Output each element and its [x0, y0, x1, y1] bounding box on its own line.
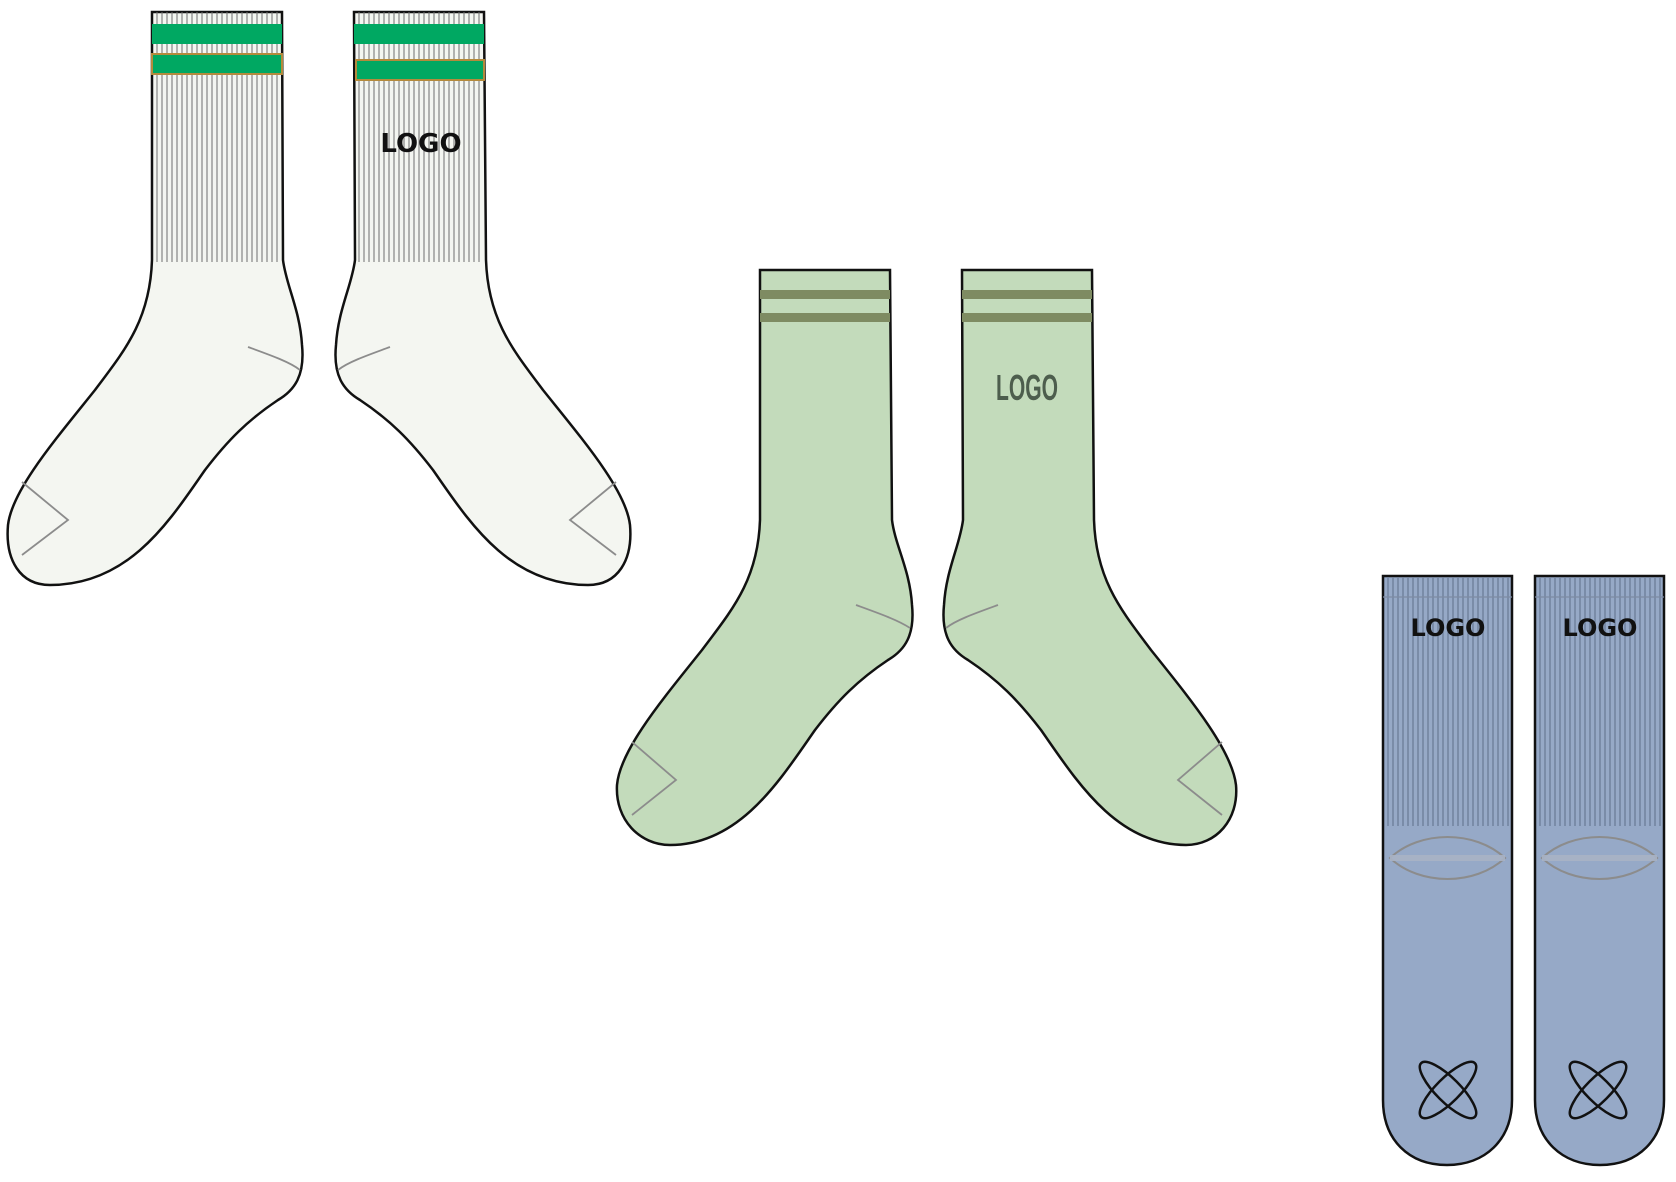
green-sock-left-toe-line [631, 741, 678, 816]
green-sock-left-body [615, 268, 914, 847]
green-sock-left [615, 268, 914, 847]
green-sock-right-heel-line [945, 604, 999, 629]
blue-sock-right-logo: LOGO [1563, 614, 1638, 642]
white-sock-left-body [6, 10, 304, 587]
white-sock-left-toe-line [21, 481, 70, 556]
green-sock-right-stripe-bottom [962, 313, 1092, 322]
white-sock-left-stripe-top [152, 24, 282, 44]
green-sock-right: LOGO [942, 268, 1238, 847]
white-sock-right-stripe-top [354, 24, 484, 44]
white-sock-left-stripe-bottom [151, 53, 283, 75]
white-sock-right: LOGO [334, 10, 632, 587]
white-sock-left [6, 10, 304, 587]
white-sock-right-stripe-bottom [355, 59, 485, 81]
white-sock-right-body [334, 10, 632, 587]
blue-sock-right: LOGO [1533, 574, 1666, 1167]
green-sock-right-toe-line [1176, 741, 1223, 816]
green-sock-left-stripe-top [760, 290, 890, 299]
green-sock-logo: LOGO [996, 367, 1058, 408]
blue-sock-right-ribs [1539, 578, 1661, 826]
white-sock-logo: LOGO [380, 129, 461, 159]
green-sock-right-body [942, 268, 1238, 847]
white-sock-right-ribs [358, 12, 480, 262]
white-sock-right-toe-line [568, 481, 617, 556]
cross-loop-icon [1568, 1060, 1628, 1120]
cross-loop-icon [1418, 1060, 1478, 1120]
green-sock-left-heel-line [855, 604, 911, 629]
green-sock-right-stripe-top [962, 290, 1092, 299]
blue-sock-left-logo: LOGO [1411, 614, 1486, 642]
blue-sock-left-ribs [1387, 578, 1509, 826]
green-sock-left-stripe-bottom [760, 313, 890, 322]
white-sock-right-heel-line [337, 346, 391, 371]
blue-sock-right-body [1533, 574, 1666, 1167]
blue-sock-left-body [1381, 574, 1514, 1167]
white-sock-left-heel-line [247, 346, 301, 371]
blue-sock-left: LOGO [1381, 574, 1514, 1167]
